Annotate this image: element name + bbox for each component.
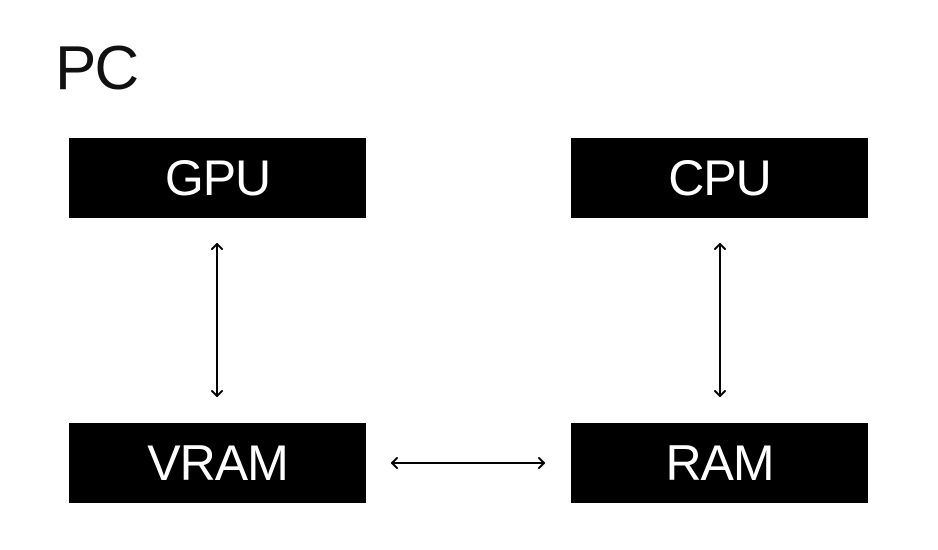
edge-cpu-ram bbox=[714, 243, 726, 397]
node-gpu-label: GPU bbox=[164, 150, 271, 206]
node-gpu: GPU bbox=[69, 138, 366, 218]
arrowhead-up-icon bbox=[714, 243, 726, 250]
arrowhead-right-icon bbox=[538, 457, 545, 469]
diagram-title: PC bbox=[55, 34, 139, 103]
arrowhead-left-icon bbox=[391, 457, 398, 469]
arrowhead-down-icon bbox=[714, 390, 726, 397]
node-vram-label: VRAM bbox=[147, 435, 288, 491]
arrowhead-down-icon bbox=[211, 390, 223, 397]
node-cpu: CPU bbox=[571, 138, 868, 218]
node-vram: VRAM bbox=[69, 423, 366, 503]
node-ram: RAM bbox=[571, 423, 868, 503]
node-ram-label: RAM bbox=[665, 435, 774, 491]
node-cpu-label: CPU bbox=[668, 150, 772, 206]
arrowhead-up-icon bbox=[211, 243, 223, 250]
edge-vram-ram bbox=[391, 457, 545, 469]
edge-gpu-vram bbox=[211, 243, 223, 397]
